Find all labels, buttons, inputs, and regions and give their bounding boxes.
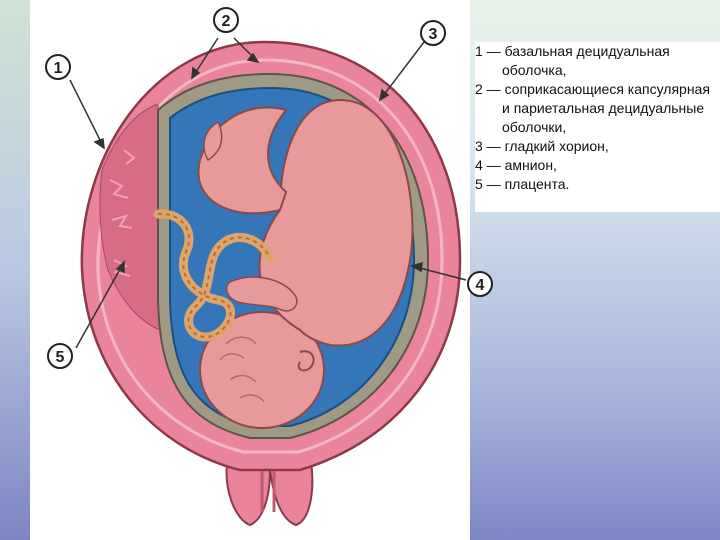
svg-text:4: 4 (476, 277, 485, 294)
legend-line-5: оболочки, (502, 119, 567, 135)
marker-3: 3 (420, 20, 446, 46)
legend-line-4: и париетальная децидуальные (502, 100, 705, 116)
arrow-5 (75, 261, 125, 349)
placenta (99, 103, 161, 331)
svg-text:5: 5 (56, 349, 65, 366)
arrowhead-3 (378, 88, 390, 102)
slide-background-band (0, 0, 30, 540)
arrowhead-1 (93, 137, 105, 150)
arrowhead-4 (410, 261, 423, 273)
marker-1: 1 (45, 54, 71, 80)
arrow-1 (69, 79, 105, 149)
umbilical-cord-vessel (157, 212, 271, 339)
fetus-ear (297, 350, 315, 372)
legend-line-1: 1 — базальная децидуальная (475, 43, 670, 59)
fetus-hand (225, 276, 298, 312)
arrowhead-2b (246, 52, 260, 64)
svg-text:2: 2 (222, 13, 231, 30)
legend-line-7: 4 — амнион, (475, 157, 557, 173)
svg-text:1: 1 (54, 60, 63, 77)
fetus-body (258, 98, 414, 347)
arrowhead-5 (115, 260, 125, 274)
pointer-arrows (69, 37, 467, 349)
fetus-foot (203, 120, 223, 162)
legend-line-8: 5 — плацента. (475, 176, 570, 192)
legend-panel: 1 — базальная децидуальная оболочка, 2 —… (475, 42, 720, 212)
placenta-texture (109, 149, 136, 277)
fetus-head (199, 311, 325, 429)
marker-2: 2 (213, 7, 239, 33)
legend-line-6: 3 — гладкий хорион, (475, 138, 609, 154)
marker-4: 4 (467, 271, 493, 297)
legend-line-3: 2 — соприкасающиеся капсулярная (475, 81, 710, 97)
marker-5: 5 (47, 343, 73, 369)
arrowhead-2a (191, 66, 201, 80)
svg-text:3: 3 (429, 26, 438, 43)
legend-line-2: оболочка, (502, 62, 567, 78)
fetus-hair (219, 336, 265, 403)
arrow-3 (379, 41, 425, 101)
